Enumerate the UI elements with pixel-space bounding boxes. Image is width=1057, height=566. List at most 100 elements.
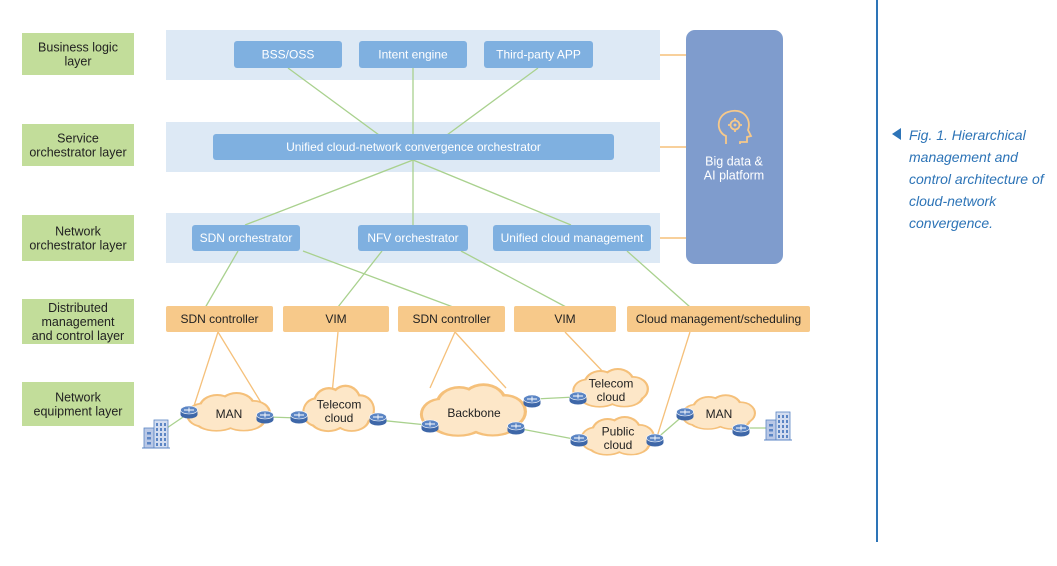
- building-window: [164, 438, 166, 441]
- router-icon: [646, 433, 664, 447]
- building-window: [147, 432, 151, 435]
- router-icon: [676, 407, 694, 421]
- layer-label-business-box: [22, 33, 134, 75]
- business-intent-engine-label: Intent engine: [378, 48, 448, 62]
- cloud-man-1: MAN: [186, 392, 271, 432]
- caption-divider: [876, 0, 878, 542]
- equipment-link: [534, 396, 576, 400]
- service-orchestrator-label: Unified cloud-network convergence orches…: [286, 140, 541, 154]
- layer-label-service-box: [22, 124, 134, 166]
- cloud-fill: [594, 427, 642, 451]
- building-window: [786, 425, 788, 428]
- router-arrows: [527, 396, 537, 402]
- building-window: [778, 425, 780, 428]
- gear-teeth: [728, 118, 742, 132]
- cloud-management-scheduling-label: Cloud management/scheduling: [636, 312, 801, 326]
- cloud-man-2: MAN: [681, 394, 756, 430]
- service-orchestrator-box: [213, 134, 614, 160]
- unified-cloud-management-label: Unified cloud management: [501, 231, 644, 245]
- green-link: [244, 159, 414, 226]
- router-arrows: [573, 393, 583, 399]
- building-window: [147, 442, 151, 445]
- building-window: [786, 430, 788, 433]
- building-window: [778, 430, 780, 433]
- layer-label-distributed-box: [22, 299, 134, 344]
- building-window: [156, 433, 158, 436]
- cloud-backbone: Backbone: [419, 383, 527, 437]
- router-arrows: [260, 412, 270, 418]
- head-gear-icon: [717, 109, 753, 144]
- building-window: [782, 415, 784, 418]
- caption-text: Fig. 1. Hierarchical management and cont…: [909, 127, 1044, 231]
- router-arrows: [511, 423, 521, 429]
- vim-1-box: [283, 306, 389, 332]
- router-icon: [569, 391, 587, 405]
- orange-link: [331, 331, 339, 395]
- building-window: [782, 420, 784, 423]
- cloud-fill: [695, 404, 743, 426]
- router-arrows: [294, 412, 304, 418]
- router-arrows: [425, 421, 435, 427]
- orange-link: [192, 331, 219, 410]
- sdn-controller-2-label: SDN controller: [412, 312, 490, 326]
- building-icon: [142, 419, 170, 449]
- green-link: [337, 250, 383, 308]
- building-window: [160, 438, 162, 441]
- building-window: [786, 435, 788, 438]
- building-window: [769, 434, 773, 437]
- orange-link: [217, 331, 266, 410]
- vim-2-box: [514, 306, 616, 332]
- vim-1-label: VIM: [325, 312, 346, 326]
- building-window: [164, 428, 166, 431]
- layer-label-network-orchestrator-box: [22, 215, 134, 261]
- gear-center: [733, 123, 737, 127]
- vim-2-label: VIM: [554, 312, 575, 326]
- router-icon: [570, 433, 588, 447]
- business-bss-oss-label: BSS/OSS: [262, 48, 315, 62]
- green-link: [626, 250, 691, 308]
- building-window: [156, 438, 158, 441]
- building-window: [160, 428, 162, 431]
- building-window: [156, 428, 158, 431]
- nfv-orchestrator-label: NFV orchestrator: [367, 231, 458, 245]
- building-window: [778, 435, 780, 438]
- building-window: [156, 443, 158, 446]
- building-window: [160, 433, 162, 436]
- business-intent-engine-box: [359, 41, 467, 68]
- building-window: [164, 423, 166, 426]
- orange-link: [454, 331, 507, 389]
- cloud-fill: [315, 397, 363, 427]
- building-window: [769, 424, 773, 427]
- cloud-backbone-label: Backbone: [447, 406, 501, 420]
- building-window: [160, 423, 162, 426]
- router-icon: [732, 423, 750, 437]
- sdn-orchestrator-box: [192, 225, 300, 251]
- sdn-controller-1-box: [166, 306, 273, 332]
- building-window: [778, 415, 780, 418]
- ai-platform-box: [686, 30, 783, 264]
- head-outline: [717, 109, 753, 144]
- building-window: [147, 437, 151, 440]
- cloud-man-1-label: MAN: [216, 407, 243, 421]
- green-link: [460, 250, 567, 308]
- router-icon: [523, 394, 541, 408]
- orange-link: [564, 331, 608, 377]
- cloud-fill: [201, 403, 257, 427]
- cloud-management-scheduling-box: [627, 306, 810, 332]
- layer-label-network-equipment-box: [22, 382, 134, 426]
- sdn-controller-1-label: SDN controller: [180, 312, 258, 326]
- building-window: [778, 420, 780, 423]
- orange-link: [655, 331, 691, 441]
- building-window: [782, 435, 784, 438]
- equipment-link: [515, 427, 580, 441]
- router-icon: [507, 421, 525, 435]
- router-arrows: [373, 414, 383, 420]
- sdn-controller-2-box: [398, 306, 505, 332]
